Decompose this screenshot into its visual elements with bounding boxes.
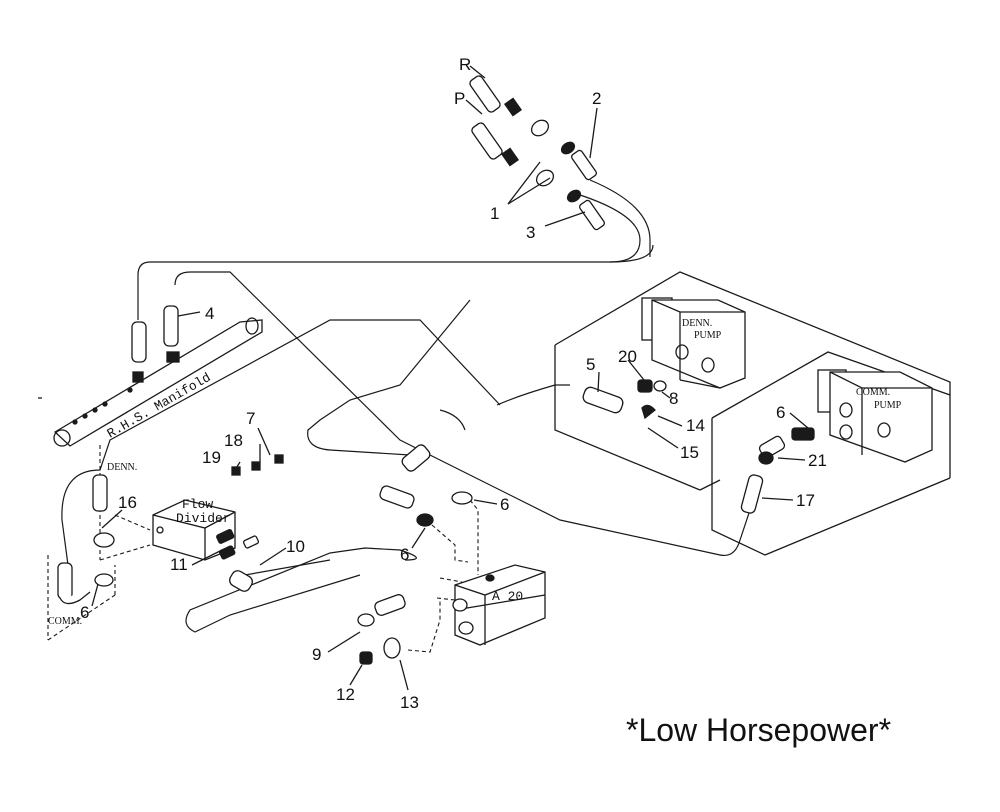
comm-tag: COMM. <box>48 616 82 627</box>
valve-block: A 20 <box>452 564 546 646</box>
rhs-manifold: R.H.S. Manifold <box>53 317 263 447</box>
callout-13: 13 <box>400 693 419 712</box>
comm-pump-label-line1: COMM. <box>856 387 890 398</box>
comm-pump-label-line2: PUMP <box>874 400 902 411</box>
comm-pump: COMM. PUMP <box>817 369 933 463</box>
flow-divider: Flow Divider <box>152 497 236 561</box>
port-r-label: R <box>459 55 471 74</box>
fittings <box>57 75 815 665</box>
callout-14: 14 <box>686 416 705 435</box>
callout-9: 9 <box>312 645 321 664</box>
denn-tag: DENN. <box>107 462 137 473</box>
callout-10: 10 <box>286 537 305 556</box>
hose-routing <box>61 179 756 633</box>
callout-21: 21 <box>808 451 827 470</box>
callout-11: 11 <box>170 555 188 574</box>
denn-pump-label-line2: PUMP <box>694 330 722 341</box>
port-p-leader <box>465 99 483 115</box>
callout-6-center-right: 6 <box>500 495 509 514</box>
flow-divider-label-line2: Divider <box>176 511 231 526</box>
callout-6-center: 6 <box>400 545 409 564</box>
callout-18: 18 <box>224 431 243 450</box>
denn-pump: DENN. PUMP <box>641 297 746 389</box>
callout-4: 4 <box>205 304 214 323</box>
callout-19: 19 <box>202 448 221 467</box>
callout-6-comm: 6 <box>776 403 785 422</box>
dashed-connectors <box>47 445 479 653</box>
callout-16: 16 <box>118 493 137 512</box>
callout-17: 17 <box>796 491 815 510</box>
port-r-leader <box>469 65 486 79</box>
callout-5: 5 <box>586 355 595 374</box>
flow-divider-label-line1: Flow <box>182 497 213 512</box>
callout-15: 15 <box>680 443 699 462</box>
callout-8: 8 <box>669 389 678 408</box>
callout-7: 7 <box>246 409 255 428</box>
callout-3: 3 <box>526 223 535 242</box>
callout-numbers: 1 2 3 4 5 20 8 14 15 6 21 17 6 6 16 6 7 … <box>80 89 827 712</box>
callout-6-left: 6 <box>80 603 89 622</box>
low-horsepower-note: *Low Horsepower* <box>626 712 892 748</box>
callout-1: 1 <box>490 204 499 223</box>
denn-pump-plate <box>554 271 951 491</box>
valve-label: A 20 <box>492 589 523 604</box>
callout-12: 12 <box>336 685 355 704</box>
callout-2: 2 <box>592 89 601 108</box>
denn-pump-label-line1: DENN. <box>682 318 712 329</box>
callout-20-pump: 20 <box>618 347 637 366</box>
callout-leaders <box>91 107 809 691</box>
port-p-label: P <box>454 89 465 108</box>
